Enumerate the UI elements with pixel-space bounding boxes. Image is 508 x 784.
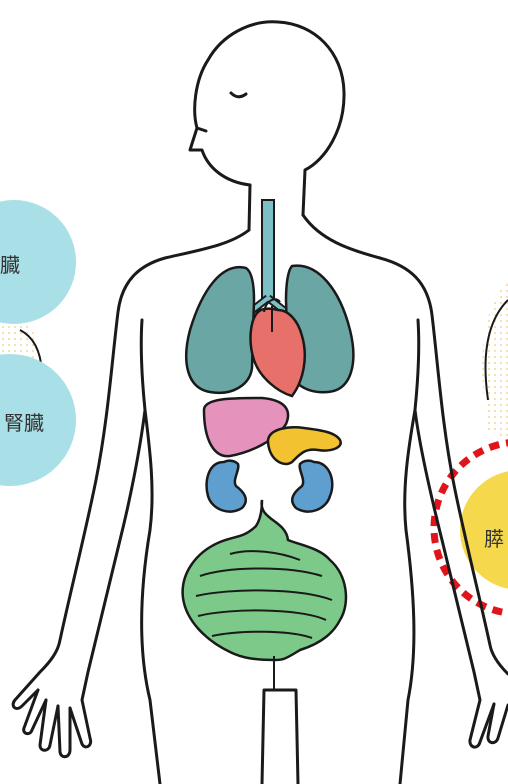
intestine-icon [183,500,346,690]
left-top-label: 臓 [0,253,20,277]
pancreas-icon [268,427,341,464]
trachea-icon [250,200,286,312]
left-callouts: 臓 腎臓 [0,200,76,486]
left-bottom-label: 腎臓 [4,411,44,435]
kidneys-icon [207,461,333,512]
right-circle-label: 膵 [484,527,504,551]
